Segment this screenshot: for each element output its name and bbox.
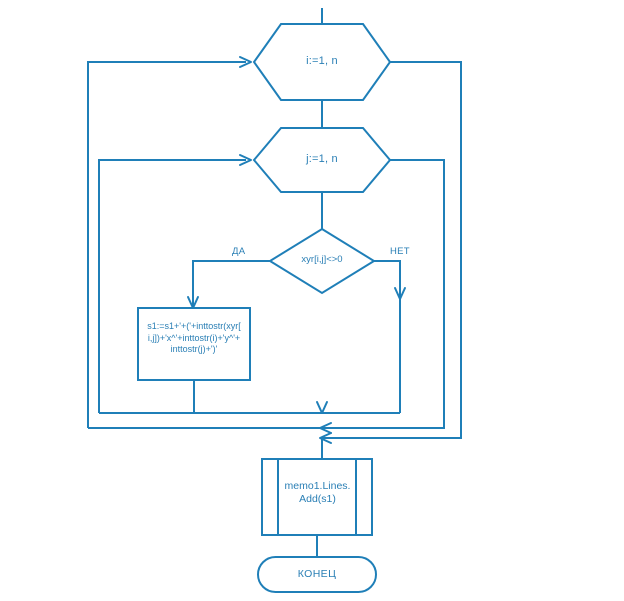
outer-loop-back-path <box>87 61 246 428</box>
outer-loop-exit-path <box>322 61 462 439</box>
decision-diamond-fill <box>270 229 374 293</box>
loop-inner-hexagon <box>252 127 392 193</box>
loop-inner-hexagon-fill <box>254 128 390 192</box>
loop-outer-hexagon <box>252 23 392 101</box>
loop-outer-hexagon-fill <box>254 24 390 100</box>
inner-loop-back-arrowhead <box>239 154 252 166</box>
decision-diamond <box>268 227 376 295</box>
output-box-fill <box>262 459 372 535</box>
branch-no-path <box>374 260 401 413</box>
inner-loop-exit-path <box>322 159 445 429</box>
merge-rail-1-arrowhead <box>316 401 328 414</box>
terminal-end-fill <box>258 557 376 592</box>
process-box-fill <box>138 308 250 380</box>
branch-yes-path <box>192 260 270 307</box>
outer-loop-back-arrowhead <box>239 56 252 68</box>
branch-no-arrowhead <box>394 287 406 300</box>
terminal-end-shape <box>257 556 377 593</box>
outer-loop-exit-arrowhead <box>319 432 332 444</box>
inner-loop-back-path <box>98 159 246 413</box>
